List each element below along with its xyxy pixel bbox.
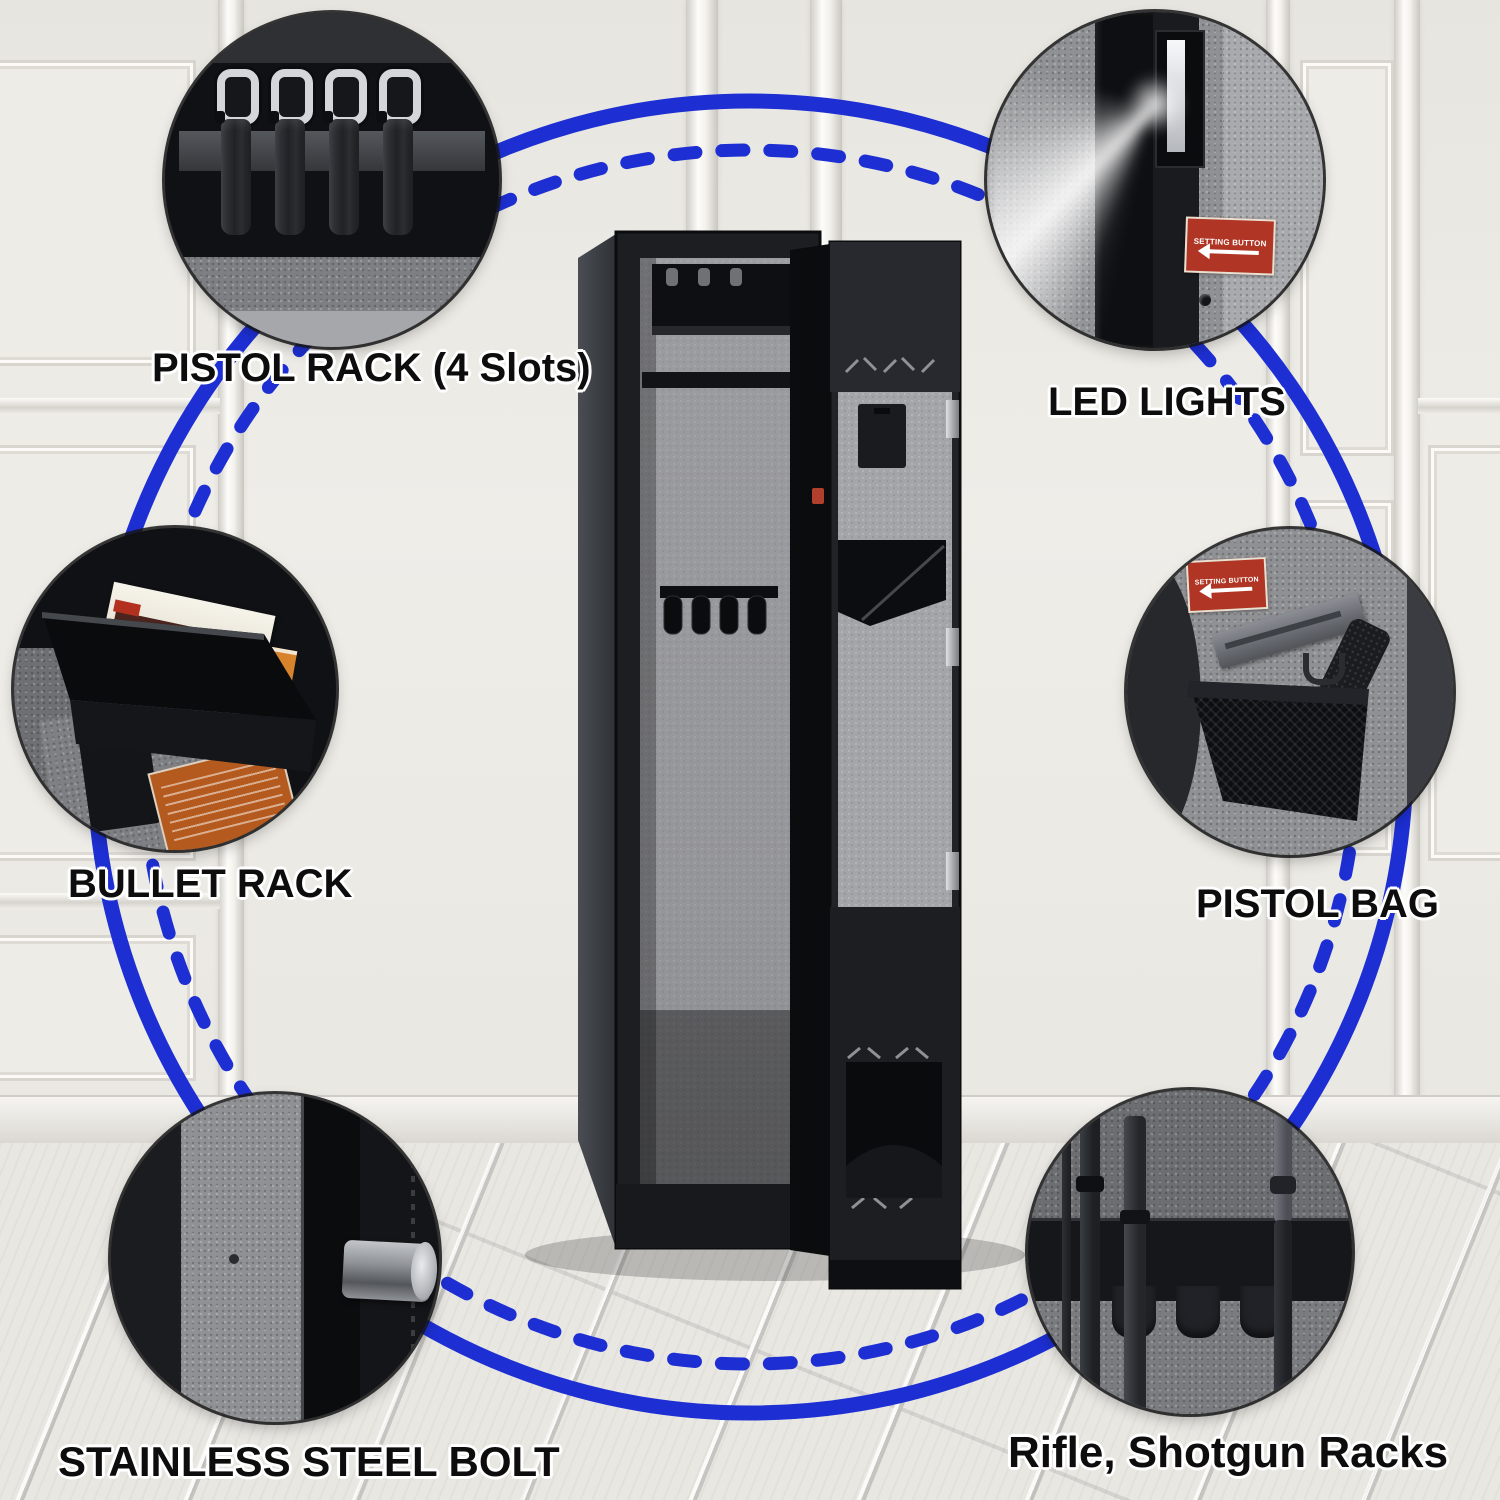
left-arrow-icon [1198, 582, 1253, 600]
callout-bullet-rack-photo [14, 528, 336, 850]
callout-steel-bolt-photo [111, 1094, 439, 1422]
setting-button-sticker: SETTING BUTTON [1184, 216, 1276, 276]
ammo-tray-group [14, 528, 336, 850]
label-pistol-bag: PISTOL BAG [1196, 882, 1440, 926]
rifle-barrel [1124, 1116, 1146, 1414]
label-rifle-shotgun-racks: Rifle, Shotgun Racks [1008, 1428, 1449, 1477]
chair-rail [0, 398, 220, 414]
barrel-band [1120, 1210, 1150, 1224]
screw-dot [1199, 294, 1211, 306]
barrel-band [1076, 1176, 1104, 1192]
rack-floor-felt [165, 257, 499, 313]
bullet-tray [42, 612, 316, 720]
screw-dot [229, 1254, 239, 1264]
wall-panel [0, 935, 196, 1081]
pistol-grip [215, 69, 259, 241]
door-side-band [1407, 529, 1453, 855]
label-led-lights: LED LIGHTS [1048, 380, 1286, 424]
barrel-band [1270, 1176, 1296, 1194]
label-pistol-rack: PISTOL RACK (4 Slots) [152, 346, 591, 390]
rifle-barrel [1080, 1090, 1100, 1414]
wall-column [810, 0, 842, 1145]
rifle-barrel [1062, 1130, 1071, 1414]
callout-rifle-rack-photo [1028, 1090, 1352, 1414]
pistol-grip [377, 69, 421, 241]
light-glow [1125, 74, 1185, 134]
shotgun-barrel-top [1274, 1090, 1292, 1222]
pistol-grip [269, 69, 313, 241]
callout-pistol-bag-photo: SETTING BUTTON [1127, 529, 1453, 855]
wall-column [686, 0, 718, 1145]
shadow-left [111, 1094, 181, 1422]
left-arrow-icon [1197, 242, 1259, 260]
shotgun-barrel [1274, 1220, 1292, 1400]
setting-button-sticker: SETTING BUTTON [1185, 556, 1269, 614]
label-stainless-steel-bolt: STAINLESS STEEL BOLT [58, 1438, 560, 1485]
pistol-grip [323, 69, 367, 241]
rack-front-lip [165, 311, 499, 347]
chair-rail [1418, 398, 1500, 414]
rack-tooth [1176, 1286, 1220, 1338]
light-beam [987, 12, 1323, 348]
callout-pistol-rack-photo [165, 13, 499, 347]
callout-led-lights-photo: SETTING BUTTON [987, 12, 1323, 348]
trigger-guard [1303, 653, 1345, 685]
label-bullet-rack: BULLET RACK [68, 862, 353, 906]
rack-top-rail [165, 13, 499, 66]
felt-band [181, 1094, 301, 1422]
